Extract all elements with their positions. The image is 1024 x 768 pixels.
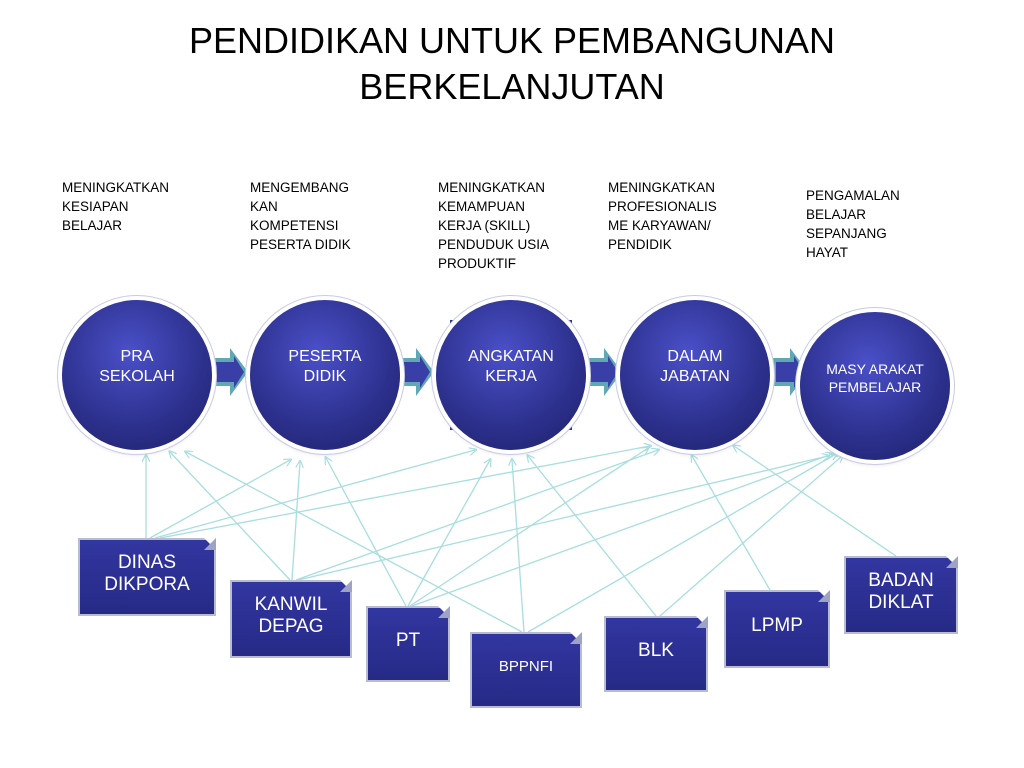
description-masyarakat-pembelajar: PENGAMALAN BELAJAR SEPANJANG HAYAT	[806, 188, 900, 260]
description-pra-sekolah: MENINGKATKAN KESIAPAN BELAJAR	[62, 180, 170, 233]
institution-kanwil-depag: KANWIL DEPAG	[230, 580, 352, 658]
stage-label: ANGKATAN KERJA	[468, 348, 554, 385]
connector-bppnfi-pra-sekolah	[186, 452, 523, 633]
description-peserta-didik: MENGEMBANG KAN KOMPETENSI PESERTA DIDIK	[250, 180, 351, 252]
stage-label: PRA SEKOLAH	[99, 348, 175, 385]
fold-corner	[696, 616, 708, 628]
fold-corner	[946, 556, 958, 568]
flow-arrow-2	[398, 348, 434, 396]
connector-blk-masyarakat	[659, 456, 842, 617]
connector-dinas-peserta-didik	[149, 460, 290, 539]
stage-label: DALAM JABATAN	[660, 348, 730, 385]
institution-pt: PT	[366, 606, 450, 682]
description-dalam-jabatan: MENINGKATKAN PROFESIONALIS ME KARYAWAN/ …	[608, 180, 717, 252]
connector-bppnfi-masyarakat	[527, 454, 836, 633]
fold-corner	[340, 580, 352, 592]
flow-arrow-3	[586, 348, 622, 396]
connector-dinas-angkatan-kerja	[154, 450, 475, 539]
institution-dinas-dikpora: DINAS DIKPORA	[78, 538, 216, 616]
title-line-1: PENDIDIKAN UNTUK PEMBANGUNAN	[188, 20, 836, 61]
connector-blk-angkatan-kerja	[528, 456, 657, 617]
stage-label: MASY ARAKAT PEMBELAJAR	[826, 361, 924, 395]
stage-dalam-jabatan: DALAM JABATAN	[620, 300, 770, 450]
connector-kanwil-peserta-didik	[291, 462, 300, 581]
connector-lpmp-dalam-jabatan	[692, 456, 771, 591]
connector-pt-masyarakat	[411, 454, 832, 607]
description-angkatan-kerja: MENINGKATKAN KEMAMPUAN KERJA (SKILL) PEN…	[438, 180, 550, 271]
stage-pra-sekolah: PRA SEKOLAH	[62, 300, 212, 450]
flow-arrow-1	[212, 348, 248, 396]
fold-corner	[570, 632, 582, 644]
connector-badan-dalam-jabatan	[734, 446, 897, 557]
connector-pt-peserta-didik	[326, 458, 407, 607]
fold-corner	[204, 538, 216, 550]
connector-bppnfi-angkatan-kerja	[512, 460, 525, 633]
stage-angkatan-kerja: ANGKATAN KERJA	[436, 300, 586, 450]
institution-blk: BLK	[604, 616, 708, 692]
stage-label: PESERTA DIDIK	[288, 348, 362, 385]
institution-lpmp: LPMP	[724, 590, 830, 668]
connector-dinas-dalam-jabatan	[159, 446, 650, 539]
stage-masyarakat-pembelajar: MASY ARAKAT PEMBELAJAR	[800, 312, 950, 460]
institution-bppnfi: BPPNFI	[470, 632, 582, 708]
connector-kanwil-pra-sekolah	[170, 452, 291, 581]
title-line-2: BERKELANJUTAN	[359, 66, 665, 107]
fold-corner	[438, 606, 450, 618]
connector-pt-angkatan-kerja	[407, 460, 490, 607]
fold-corner	[818, 590, 830, 602]
connector-pt-dalam-jabatan	[409, 448, 648, 607]
stage-peserta-didik: PESERTA DIDIK	[250, 300, 400, 450]
flow-arrow-4	[772, 348, 808, 396]
page-title: PENDIDIKAN UNTUK PEMBANGUNAN BERKELANJUT…	[0, 18, 1024, 110]
connector-kanwil-dalam-jabatan	[295, 450, 658, 581]
institution-badan-diklat: BADAN DIKLAT	[844, 556, 958, 634]
connector-kanwil-masyarakat	[297, 456, 828, 581]
